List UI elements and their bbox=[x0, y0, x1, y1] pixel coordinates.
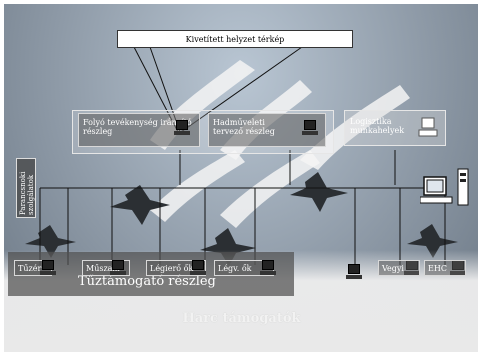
workstation-icon bbox=[418, 117, 438, 137]
node-ops-planning-label: Hadműveleti tervező részleg bbox=[213, 118, 275, 136]
projected-situation-map-label: Kivetített helyzet térkép bbox=[185, 35, 285, 44]
node-command-services-label: Parancsnoki szolgálatok bbox=[19, 171, 35, 215]
node-engineering-label: Műszaki bbox=[86, 264, 120, 273]
node-fire-label: Tűzér bbox=[18, 264, 42, 273]
node-air-defence-label: Légv. ők bbox=[218, 264, 252, 273]
projected-situation-map-box: Kivetített helyzet térkép bbox=[117, 30, 353, 48]
node-ehc-label: EHC bbox=[428, 264, 447, 273]
node-logistics-label: Logisztika munkahelyek bbox=[350, 117, 405, 135]
node-current-ops: Folyó tevékenység irányító részleg bbox=[78, 113, 200, 147]
node-ops-planning: Hadműveleti tervező részleg bbox=[208, 113, 326, 147]
server-computer-icon bbox=[420, 168, 469, 206]
node-ehc: EHC bbox=[424, 260, 466, 276]
node-signals-label: Vegyi bbox=[382, 264, 404, 273]
node-air-force-label: Légierő ők bbox=[150, 264, 194, 273]
node-signals: Vegyi bbox=[378, 260, 420, 276]
combat-support-label: Harc támogatók bbox=[182, 311, 301, 326]
fire-support-group-label: Tűztámogató részleg bbox=[78, 274, 216, 289]
node-command-services: Parancsnoki szolgálatok bbox=[16, 158, 36, 218]
node-logistics: Logisztika munkahelyek bbox=[344, 110, 446, 146]
